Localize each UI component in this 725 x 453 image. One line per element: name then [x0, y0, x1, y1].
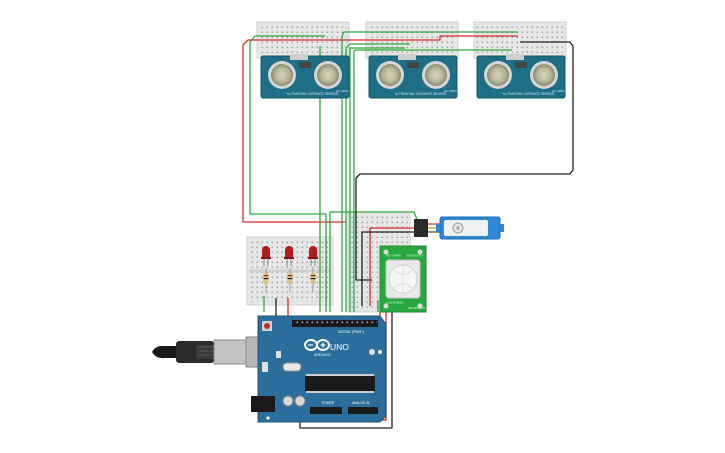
usb-cable	[152, 336, 273, 368]
ultrasonic-sensor-3: ULTRASONIC DISTANCE SENSOR HC-SR04	[476, 54, 566, 99]
pir-label-top-right: SENSITIVITY	[406, 254, 423, 258]
wire-red-power	[242, 35, 518, 223]
arduino-infinity-icon	[304, 339, 330, 351]
sensor-label-3: ULTRASONIC DISTANCE SENSOR	[503, 92, 555, 96]
sensor-module-2: HC-SR04	[444, 89, 457, 93]
sensor-label-1: ULTRASONIC DISTANCE SENSOR	[287, 92, 339, 96]
wire-green-echo-3	[353, 49, 512, 312]
arduino-model: UNO	[330, 342, 349, 352]
led-3	[308, 246, 318, 266]
digital-label: DIGITAL (PWM~)	[338, 330, 364, 334]
arduino-uno: DIGITAL (PWM~) UNO ARDUINO POWER ANALOG …	[251, 315, 387, 423]
analog-label: ANALOG IN	[352, 401, 370, 405]
wire-servo-black	[361, 231, 418, 306]
wire-green-trig-3	[341, 31, 518, 312]
servo-motor	[414, 216, 504, 240]
sensor-module-3: HC-SR04	[552, 89, 565, 93]
sensor-label-2: ULTRASONIC DISTANCE SENSOR	[395, 92, 447, 96]
led-1	[261, 246, 271, 266]
wire-green-echo-2	[349, 47, 405, 312]
ultrasonic-sensor-2: ULTRASONIC DISTANCE SENSOR HC-SR04	[368, 54, 458, 99]
wire-green-trig-1	[249, 35, 327, 312]
pir-label-bottom-left: LOW RANGE	[386, 301, 403, 305]
ultrasonic-sensor-1: ULTRASONIC DISTANCE SENSOR HC-SR04	[260, 54, 350, 99]
wire-green-trig-2	[345, 43, 410, 312]
arduino-brand: ARDUINO	[314, 353, 331, 357]
sensor-module-1: HC-SR04	[336, 89, 349, 93]
power-label: POWER	[322, 401, 335, 405]
resistor-1	[263, 268, 269, 292]
pir-sensor: SET TIMER SENSITIVITY LOW RANGE PIR SENS…	[379, 245, 427, 313]
led-2	[284, 246, 294, 266]
pir-label-bottom-right: PIR SENSOR	[408, 306, 425, 310]
wire-black-ground	[355, 41, 574, 281]
breadboard-top-3	[473, 21, 567, 59]
wire-servo-red	[369, 227, 418, 306]
resistor-3	[310, 268, 316, 292]
pir-label-top-left: SET TIMER	[386, 254, 401, 258]
resistor-2	[287, 268, 293, 292]
wire-green-servo	[329, 211, 419, 312]
